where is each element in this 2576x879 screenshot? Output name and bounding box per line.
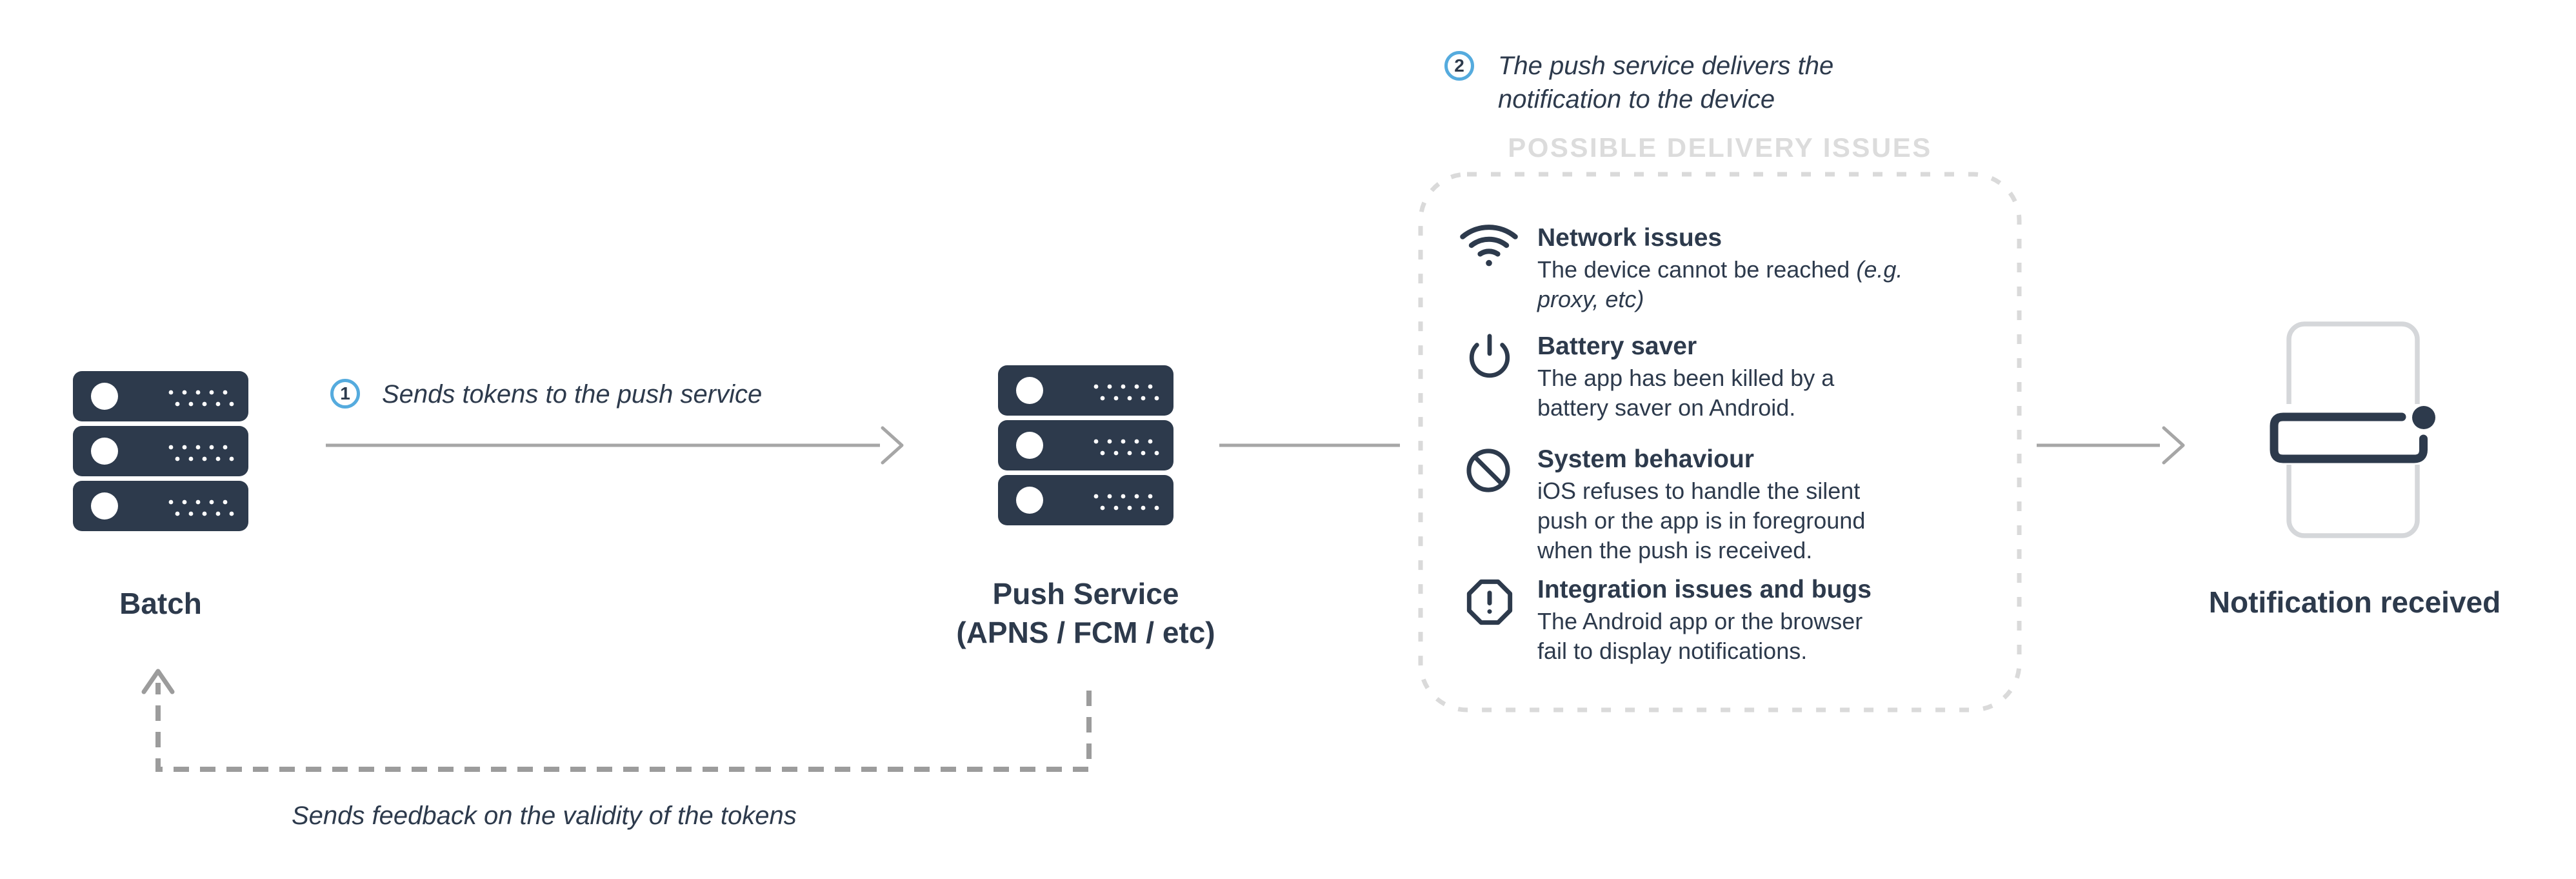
- server-stack-icon: [73, 371, 248, 531]
- device-node: [2258, 315, 2451, 547]
- device-label: Notification received: [2208, 585, 2501, 619]
- step-2-badge: 2: [1444, 51, 1474, 81]
- batch-label: Batch: [119, 587, 202, 620]
- issue-integration-title: Integration issues and bugs: [1537, 576, 1872, 603]
- notification-banner: [2270, 412, 2428, 463]
- issue-network-title: Network issues: [1537, 224, 1722, 252]
- arrow-issues-to-device: [2037, 426, 2185, 465]
- issues-panel-border: [1418, 172, 2022, 712]
- server-led-dots: [1093, 384, 1159, 510]
- wifi-icon: [1460, 225, 1518, 267]
- push-service-label-line1: Push Service: [992, 577, 1179, 611]
- slash-icon: [1466, 449, 1510, 492]
- push-service-label: Push Service (APNS / FCM / etc): [892, 574, 1279, 652]
- issue-system-title: System behaviour: [1537, 445, 1754, 473]
- feedback-text: Sends feedback on the validity of the to…: [292, 802, 797, 830]
- feedback-dashed-path: [141, 669, 1092, 772]
- push-service-label-line2: (APNS / FCM / etc): [956, 616, 1215, 649]
- push-service-node: [998, 365, 1173, 525]
- issues-panel: [1418, 172, 2022, 712]
- issue-battery: Battery saver The app has been killed by…: [1537, 332, 1834, 423]
- server-stack-icon: [998, 365, 1173, 525]
- step-2-text: The push service delivers the notificati…: [1498, 49, 1833, 116]
- issue-system: System behaviour iOS refuses to handle t…: [1537, 445, 1865, 565]
- step-1-badge: 1: [330, 379, 360, 409]
- issue-network-body: The device cannot be reached (e.g.proxy,…: [1537, 256, 1903, 312]
- step-1-text: Sends tokens to the push service: [382, 380, 763, 409]
- arrow-batch-to-push: [326, 426, 904, 465]
- batch-node: [73, 371, 248, 531]
- step-2-text-line2: notification to the device: [1498, 85, 1775, 114]
- phone-notification-icon: [2264, 321, 2440, 538]
- notification-dot: [2412, 406, 2435, 429]
- issue-integration: Integration issues and bugs The Android …: [1537, 576, 1872, 666]
- server-led-dots: [168, 390, 234, 516]
- issue-network: Network issues The device cannot be reac…: [1537, 224, 1902, 314]
- alert-octagon-icon: [1466, 579, 1513, 625]
- step-2-text-line1: The push service delivers the: [1498, 52, 1834, 80]
- issue-battery-title: Battery saver: [1537, 332, 1697, 360]
- issues-panel-heading: POSSIBLE DELIVERY ISSUES: [1508, 132, 1932, 163]
- power-icon: [1469, 334, 1510, 378]
